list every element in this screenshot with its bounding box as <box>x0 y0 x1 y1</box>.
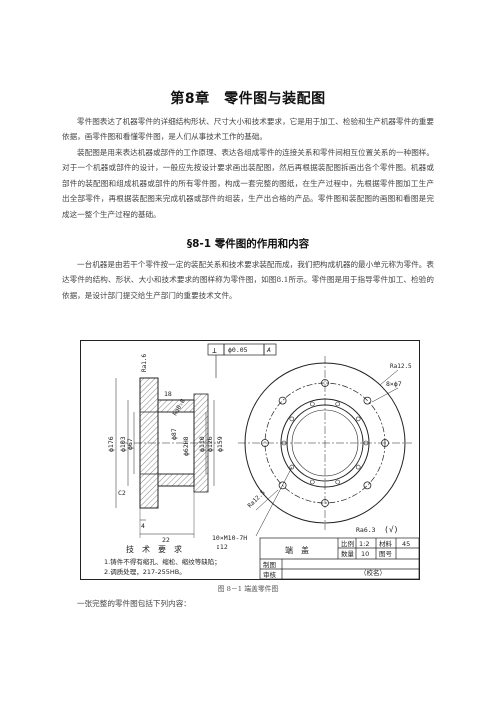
chapter-title: 第8章 零件图与装配图 <box>170 91 326 107</box>
title-block <box>259 537 420 580</box>
closing-text: 一张完整的零件图包括下列内容： <box>77 599 191 608</box>
tolerance-datum: A <box>266 346 271 354</box>
end-cover-part-drawing: ⊥ ϕ0.05 A <box>80 340 420 580</box>
figure-caption: 图 8－1 端盖零件图 <box>217 585 279 593</box>
checked-label: 审核 <box>263 570 277 579</box>
dim-left-1: ϕ176 <box>107 436 115 452</box>
front-view <box>238 356 412 537</box>
qty-label: 数量 <box>341 549 355 558</box>
tech-title: 技 术 要 求 <box>126 544 182 554</box>
dim-bottom-small: 4 <box>141 522 145 530</box>
title-block-text: 端 盖 比例 1:2 材料 45 数量 10 图号 制图 审核 （校名） <box>263 539 410 579</box>
holes-note: 8×ϕ7 <box>386 380 402 388</box>
chamfer-label: C2 <box>118 489 126 497</box>
dim-mid-1: ϕ87 <box>170 428 178 440</box>
flange-note: Ra12.5 <box>246 489 267 510</box>
drawing-frame <box>80 340 420 580</box>
dim-left-2: ϕ103 <box>119 436 127 452</box>
thread-depth: ↧12 <box>216 543 228 551</box>
dim-mid-5: ϕ159 <box>216 436 224 452</box>
section-dimensions: ϕ176 ϕ103 ϕ67 ϕ87 ϕ62H8 ϕ110 ϕ126 ϕ159 C… <box>107 354 224 544</box>
dim-left-3: ϕ67 <box>126 438 134 450</box>
intro-paragraph-1: 零件图表达了机器零件的详细结构形状、尺寸大小和技术要求，它是用于加工、检验和生产… <box>62 117 434 142</box>
part-name: 端 盖 <box>285 545 309 555</box>
tolerance-value: ϕ0.05 <box>228 346 248 354</box>
drawn-label: 制图 <box>263 560 276 569</box>
section-title: §8-1 零件图的作用和内容 <box>186 238 310 250</box>
general-roughness-mark: (√) <box>384 525 398 534</box>
section-paragraph: 一台机器是由若干个零件按一定的装配关系和技术要求装配而成，我们把构成机器的最小单… <box>62 260 434 300</box>
dim-mid-4: ϕ126 <box>206 436 214 452</box>
geometric-tolerance-frame: ⊥ ϕ0.05 A <box>207 343 277 378</box>
dim-mid-3: ϕ110 <box>198 436 206 452</box>
dim-mid-2: ϕ62H8 <box>182 436 190 456</box>
finish-right: Ra12.5 <box>390 363 412 370</box>
tolerance-symbol: ⊥ <box>212 346 217 355</box>
drawing-no-label: 图号 <box>379 550 393 558</box>
finish-left: Ra1.6 <box>141 354 148 372</box>
technical-requirements: 技 术 要 求 1.铸件不得有缩孔、缩松、缩纹等缺陷； 2.调质处理，217-2… <box>104 544 221 576</box>
thread-note: 10×M10-7H <box>212 534 247 542</box>
qty-value: 10 <box>361 550 369 558</box>
intro-paragraph-2: 装配图是用来表达机器或部件的工作原理、表达各组成零件的连接关系和零件间相互位置关… <box>62 148 434 219</box>
section-view <box>115 377 220 538</box>
front-view-notes: Ra12.5 8×ϕ7 Ra12.5 10×M10-7H ↧12 Ra6.3 (… <box>212 363 412 551</box>
material-label: 材料 <box>379 539 393 548</box>
general-roughness: Ra6.3 <box>356 526 376 534</box>
scale-value: 1:2 <box>359 540 369 548</box>
tech-item-1: 1.铸件不得有缩孔、缩松、缩纹等缺陷； <box>104 557 221 566</box>
material-value: 45 <box>402 540 410 548</box>
dim-side: 18 <box>164 390 172 398</box>
dim-bottom-large: 22 <box>162 536 170 544</box>
scale-label: 比例 <box>341 539 354 548</box>
tech-item-2: 2.调质处理，217-255HB。 <box>104 567 186 576</box>
school-name: （校名） <box>360 568 386 577</box>
